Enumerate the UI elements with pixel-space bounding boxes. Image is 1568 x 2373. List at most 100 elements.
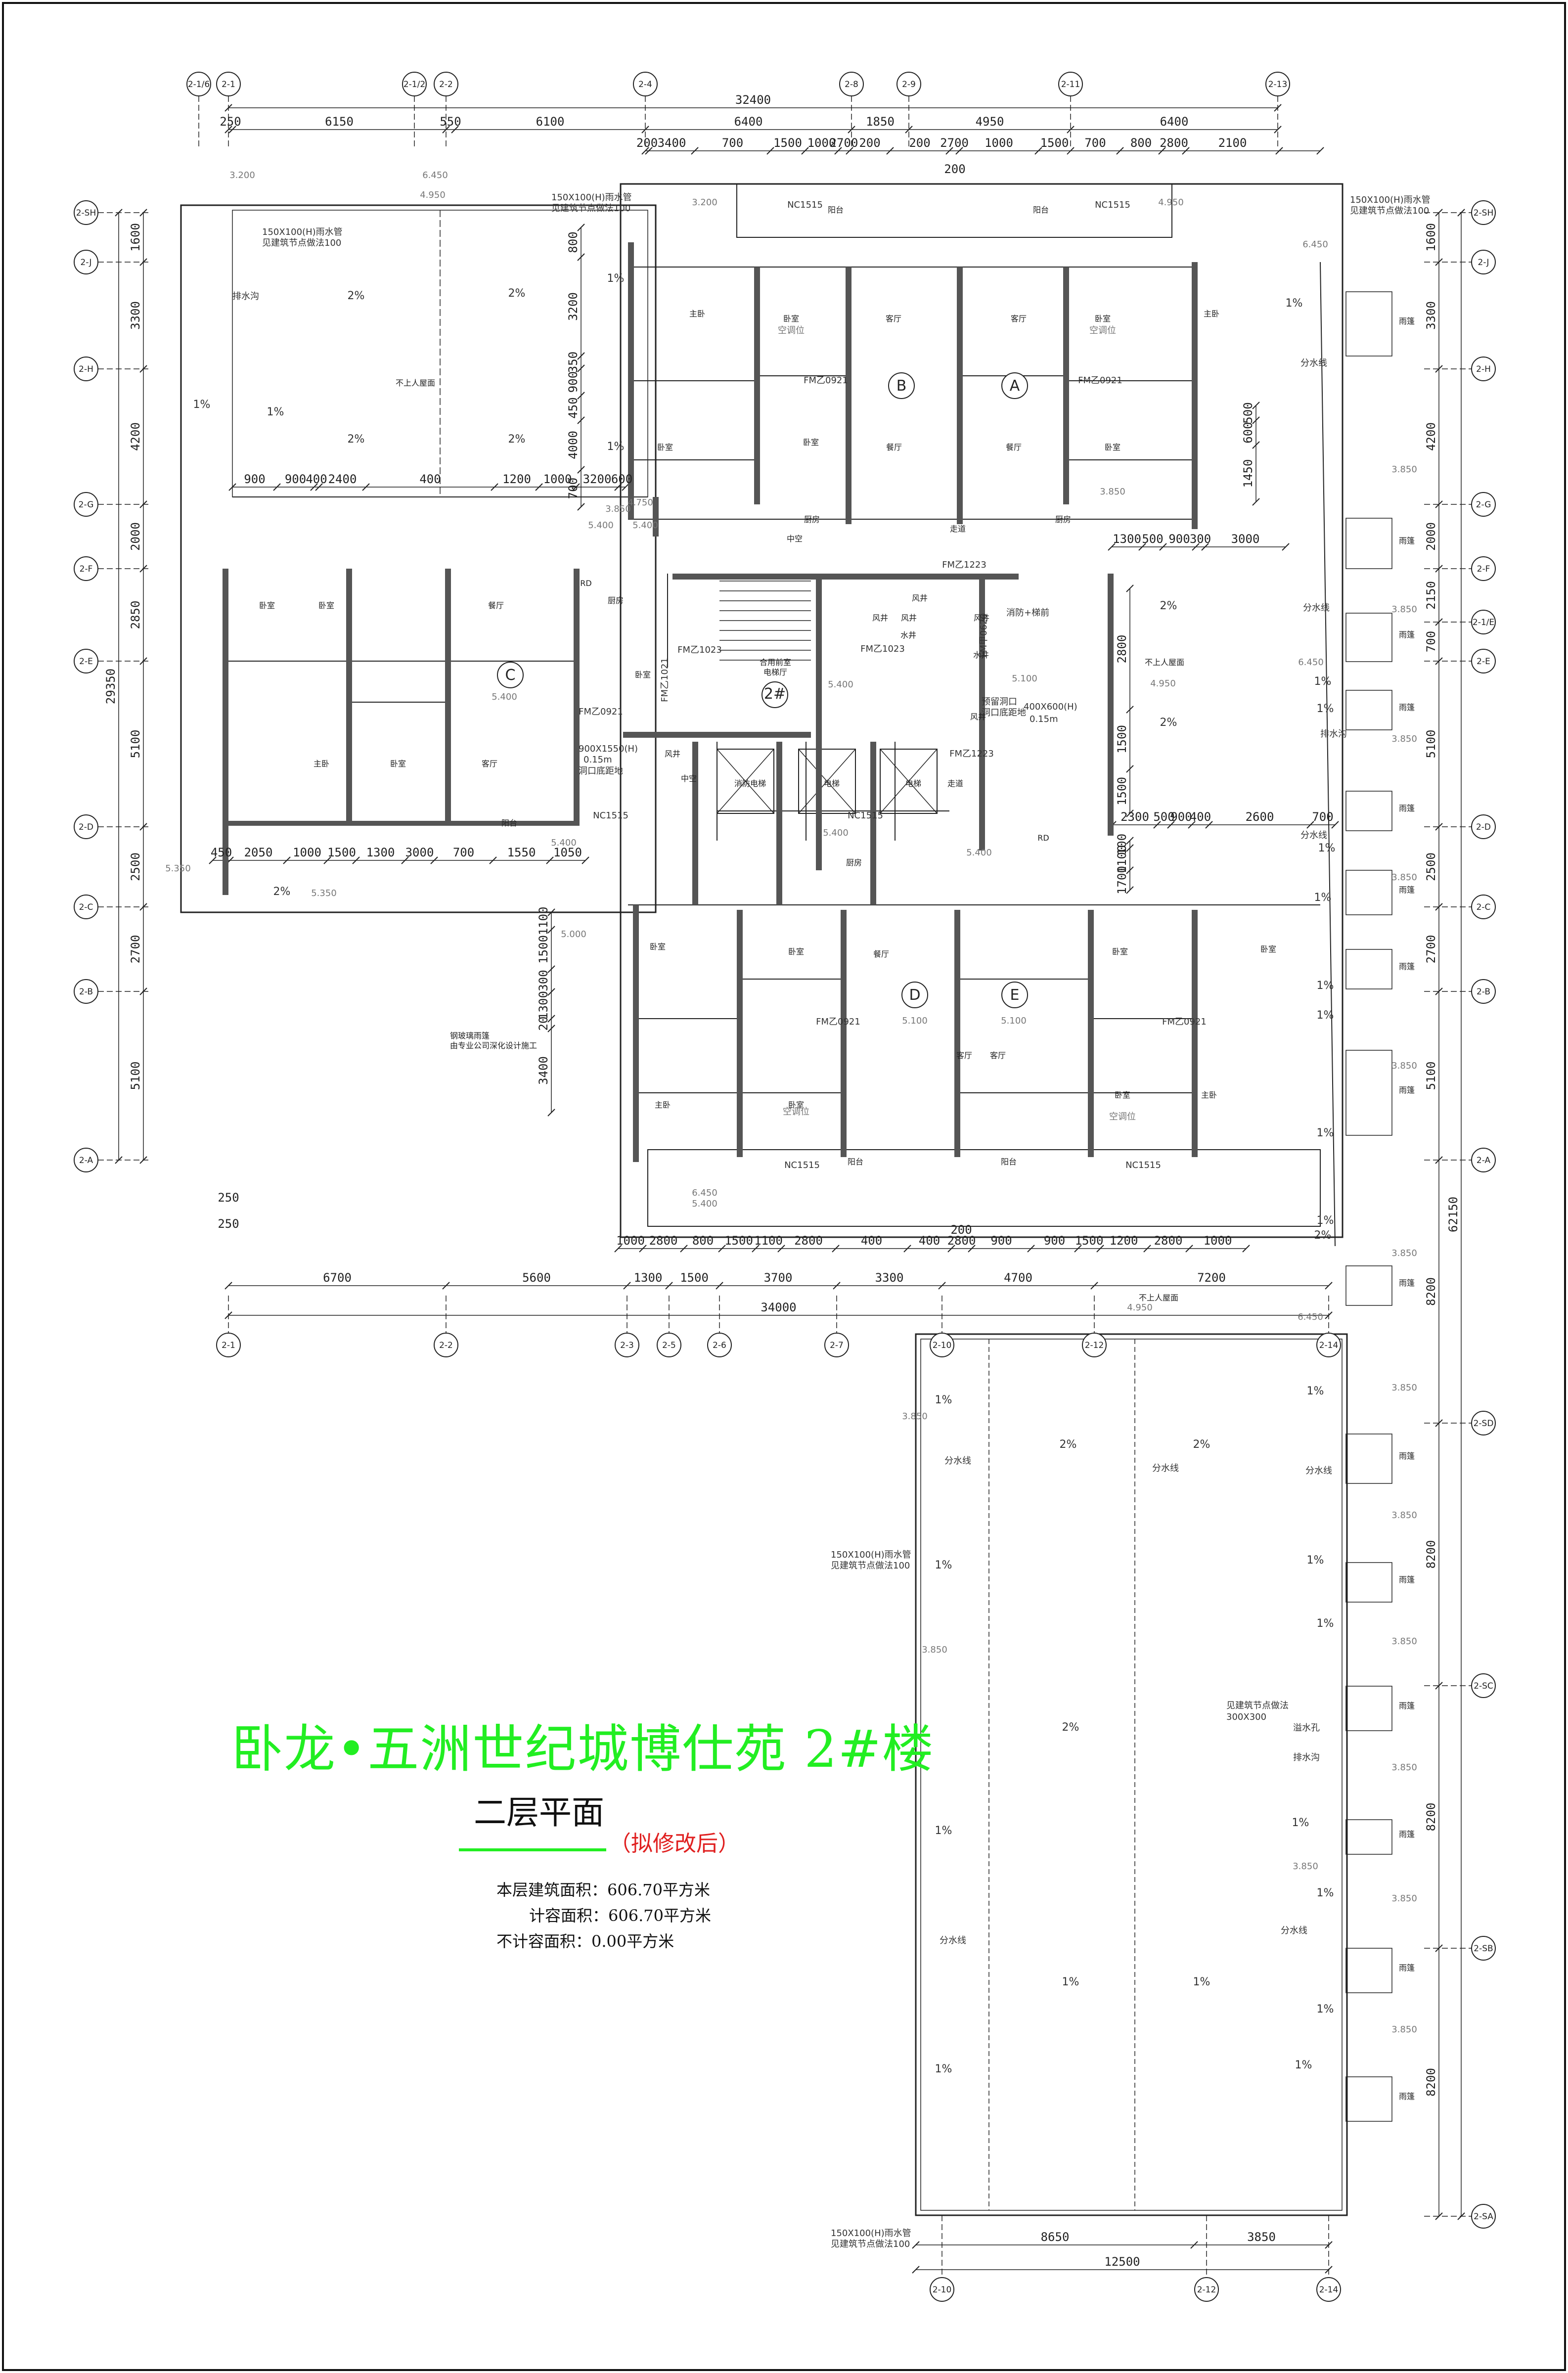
grid-axis-bubble [402, 72, 427, 96]
dim-tick [442, 126, 450, 134]
dim-tick [489, 856, 497, 864]
dim-tick [547, 965, 555, 973]
dim-value-bottom-sub: 900 [1044, 1234, 1065, 1248]
grid-axis-bubble [707, 1333, 732, 1357]
dim-tick [1126, 809, 1134, 817]
dim-tick [1108, 543, 1116, 551]
room-label: 由专业公司深化设计施工 [450, 1041, 537, 1050]
area-row-total: 本层建筑面积：606.70平方米 [496, 1877, 711, 1903]
grid-axis-label: 2-3 [620, 1341, 634, 1350]
dim-value-right: 4200 [1424, 422, 1438, 451]
dim-tick [577, 466, 585, 474]
dim-tick [1252, 416, 1260, 424]
dim-value-right-row: 900 [1168, 532, 1190, 546]
door-label: FM乙1223 [942, 560, 986, 570]
dim-value-unit: 600 [1241, 422, 1255, 443]
dim-tick [310, 483, 318, 491]
dim-tick [752, 1245, 760, 1253]
room-label: RD [580, 579, 591, 588]
dim-tick [1252, 441, 1260, 449]
slope-mark: 1% [1314, 675, 1332, 688]
room-label: 餐厅 [873, 949, 889, 959]
level-mark: 6.450 [1302, 239, 1328, 250]
gutter-label: 分水线 [1305, 1466, 1332, 1476]
room-label: 主卧 [689, 309, 705, 318]
dim-tick [691, 147, 699, 155]
dim-value-bottom-sub: 2800 [1154, 1234, 1183, 1248]
level-mark: 3.850 [902, 1411, 928, 1422]
dim-tick [362, 483, 370, 491]
dim-value-right-row2: 400 [1190, 810, 1211, 824]
dim-tick [1275, 147, 1283, 155]
room-label: 客厅 [990, 1051, 1006, 1060]
level-mark: 5.350 [311, 888, 337, 898]
grid-axis-bubble [633, 72, 658, 96]
grid-axis-label: 2-1/6 [188, 80, 210, 90]
dim-value-sub: 200 [636, 136, 658, 150]
dim-tick [401, 856, 409, 864]
dim-tick [947, 1245, 955, 1253]
dim-tick [547, 988, 555, 996]
dim-value-right-inner: 1700 [1115, 866, 1129, 895]
dim-tick [639, 1245, 647, 1253]
door-label: FM乙0921 [804, 375, 848, 386]
wall-segment [1108, 574, 1114, 836]
dim-value-top: 6150 [325, 115, 354, 129]
dim-value-right: 2000 [1424, 522, 1438, 551]
dim-value-sub: 800 [1130, 136, 1152, 150]
dim-value-right-row2: 500 [1153, 810, 1174, 824]
ac-label: 空调位 [1109, 1112, 1136, 1122]
drawing-subtitle: 二层平面 [474, 1793, 604, 1832]
room-label: 厨房 [804, 515, 820, 524]
grid-axis-bubble [824, 1333, 849, 1357]
unit-label: D [909, 986, 920, 1004]
room-label: 中空 [787, 534, 803, 543]
dim-value-unit: 1450 [1241, 459, 1255, 488]
grid-axis-label: 2-2 [439, 80, 453, 90]
dim-tick [1274, 104, 1282, 112]
slope-mark: 1% [1307, 1554, 1324, 1567]
dim-tick [1435, 1419, 1443, 1427]
room-label: 钢玻璃雨篷 [450, 1031, 490, 1040]
room-label: 餐厅 [886, 443, 902, 452]
dim-value-c: 1500 [327, 846, 356, 859]
slope-mark: 1% [935, 1559, 952, 1571]
slope-mark: 1% [607, 441, 625, 453]
dim-value-bottom-sub: 800 [692, 1234, 714, 1248]
canopy-label: 雨篷 [1399, 885, 1415, 895]
wall-segment [223, 821, 579, 826]
grid-axis-label: 2-4 [638, 80, 652, 90]
elevator-shaft [880, 749, 938, 814]
level-mark: 5.100 [1012, 673, 1037, 684]
grid-axis-label: 2-SD [1474, 1419, 1494, 1429]
room-label: 风井 [665, 749, 680, 759]
level-mark: 4.750 [627, 497, 653, 508]
dim-tick [577, 392, 585, 400]
dim-tick [139, 258, 147, 266]
grid-axis-label: 2-C [1477, 902, 1491, 912]
room-label: 阳台 [1001, 1157, 1017, 1166]
dim-value-right-row: 3000 [1231, 532, 1260, 546]
dim-tick [1435, 2212, 1443, 2220]
dim-value-right: 8200 [1424, 1277, 1438, 1306]
room-label: 电梯厅 [763, 668, 787, 677]
grid-axis-bubble [930, 1333, 954, 1357]
grid-axis-label: 2-D [79, 822, 93, 832]
dim-value-bottom-sub: 900 [990, 1234, 1012, 1248]
dim-value-mid: 200 [944, 162, 965, 176]
dim-value-right: 5100 [1424, 730, 1438, 759]
dim-tick [623, 1282, 631, 1290]
room-label: 风井 [912, 593, 928, 603]
level-mark: 3.850 [1391, 1893, 1417, 1904]
dim-tick [352, 856, 360, 864]
dim-tick [115, 209, 123, 217]
dim-tick [622, 483, 629, 491]
room-label: 客厅 [1011, 314, 1027, 323]
grid-axis-label: 2-D [1476, 822, 1491, 832]
dim-tick [273, 483, 281, 491]
grid-axis-bubble [434, 1333, 458, 1357]
dim-value-right: 1600 [1424, 223, 1438, 252]
level-mark: 5.400 [692, 1199, 717, 1209]
grid-axis-bubble [74, 357, 98, 381]
